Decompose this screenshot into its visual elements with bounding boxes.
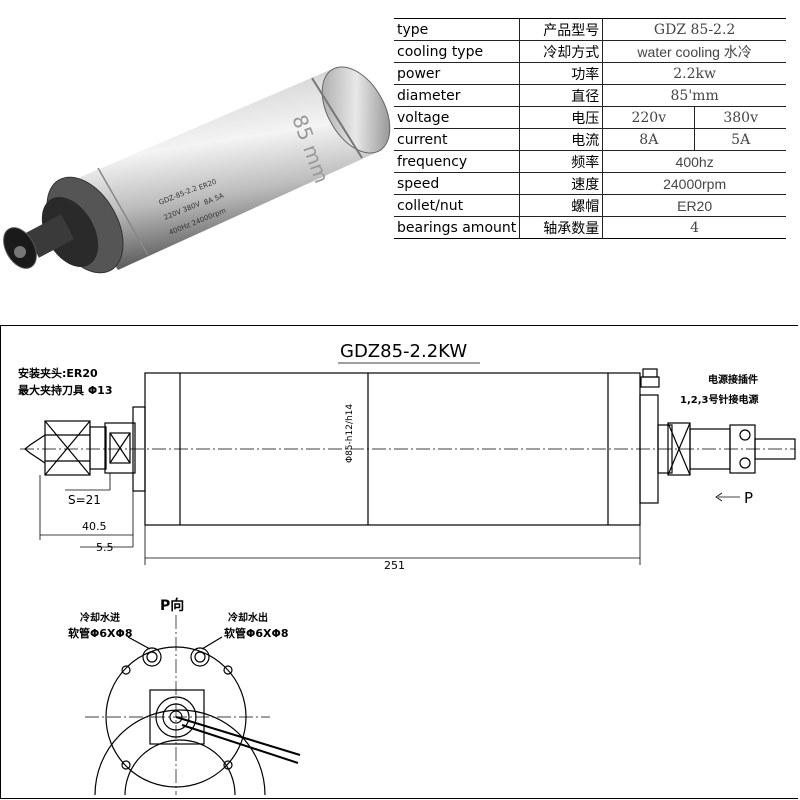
spec-value: 4 — [602, 216, 786, 239]
drawing-frame — [0, 325, 798, 799]
spec-row-bearings: bearings amount 轴承数量 4 — [394, 216, 786, 239]
spindle-photo: GDZ-85-2.2 ER20 220V 380V 8A 5A 400Hz 24… — [3, 66, 391, 274]
spindle-body — [62, 66, 391, 270]
spec-label-cn: 频率 — [519, 150, 604, 173]
spec-label-en: speed — [394, 172, 521, 195]
spec-value: GDZ 85-2.2 — [602, 18, 786, 41]
spec-label-cn: 电流 — [519, 128, 604, 151]
spec-row-speed: speed 速度 24000rpm — [394, 172, 786, 195]
spec-row-power: power 功率 2.2kw — [394, 62, 786, 85]
spec-row-type: type 产品型号 GDZ 85-2.2 — [394, 18, 786, 41]
spec-row-cooling: cooling type 冷却方式 water cooling 水冷 — [394, 40, 786, 63]
pin-label: 1,2,3号针接电源 — [680, 393, 758, 406]
spec-label-cn: 螺帽 — [519, 194, 604, 217]
power-plug-label: 电源接插件 — [708, 373, 758, 386]
spec-label-cn: 产品型号 — [519, 18, 604, 41]
spec-label-en: bearings amount — [394, 216, 521, 239]
spec-value: 400hz — [602, 150, 786, 173]
max-tool-label: 最大夹持刀具 Φ13 — [18, 383, 113, 397]
spec-label-en: voltage — [394, 106, 521, 129]
dim-251: 251 — [384, 559, 405, 572]
technical-drawing: GDZ85-2.2KW — [18, 341, 796, 796]
spec-value: ER20 — [602, 194, 786, 217]
spec-table: type 产品型号 GDZ 85-2.2 cooling type 冷却方式 w… — [394, 18, 786, 239]
spec-value-220: 8A — [602, 128, 695, 151]
spec-label-en: type — [394, 18, 521, 41]
spec-value-380: 5A — [694, 128, 786, 151]
diameter-label: Φ85-h12/h14 — [345, 404, 355, 463]
spec-label-cn: 功率 — [519, 62, 604, 85]
spec-label-cn: 速度 — [519, 172, 604, 195]
spec-row-frequency: frequency 频率 400hz — [394, 150, 786, 173]
water-in-tube: 软管Φ6XΦ8 — [68, 626, 133, 640]
spec-value-380: 380v — [694, 106, 786, 129]
spec-value: 85'mm — [602, 84, 786, 107]
dimension-lines — [39, 377, 740, 565]
spec-label-en: frequency — [394, 150, 521, 173]
water-out-tube: 软管Φ6XΦ8 — [224, 626, 289, 640]
view-title: P向 — [160, 597, 184, 614]
view-arrow-label: P — [744, 489, 753, 507]
spec-label-cn: 冷却方式 — [519, 40, 604, 63]
spec-label-cn: 电压 — [519, 106, 604, 129]
spec-row-collet: collet/nut 螺帽 ER20 — [394, 194, 786, 217]
dim-5-5: 5.5 — [96, 541, 114, 554]
wrench-label: S=21 — [68, 493, 101, 507]
spindle-front-end — [3, 176, 124, 274]
spec-label-en: cooling type — [394, 40, 521, 63]
water-out-label: 冷却水出 — [228, 611, 268, 624]
spec-row-diameter: diameter 直径 85'mm — [394, 84, 786, 107]
spec-label-en: diameter — [394, 84, 521, 107]
spec-label-en: power — [394, 62, 521, 85]
water-in-label: 冷却水进 — [80, 611, 120, 624]
collet-label: 安装夹头:ER20 — [18, 366, 98, 380]
spec-label-en: collet/nut — [394, 194, 521, 217]
spindle-side-view — [20, 368, 796, 526]
spec-value: water cooling 水冷 — [602, 40, 786, 63]
spec-value: 24000rpm — [602, 172, 786, 195]
spec-label-en: current — [394, 128, 521, 151]
spec-value: 2.2kw — [602, 62, 786, 85]
spec-row-voltage: voltage 电压 220v 380v — [394, 106, 786, 129]
spec-label-cn: 直径 — [519, 84, 604, 107]
spec-value-220: 220v — [602, 106, 695, 129]
spec-row-current: current 电流 8A 5A — [394, 128, 786, 151]
dim-40-5: 40.5 — [82, 520, 107, 533]
end-view: P向 — [85, 597, 301, 796]
spec-label-cn: 轴承数量 — [519, 216, 604, 239]
drawing-title: GDZ85-2.2KW — [340, 341, 467, 362]
